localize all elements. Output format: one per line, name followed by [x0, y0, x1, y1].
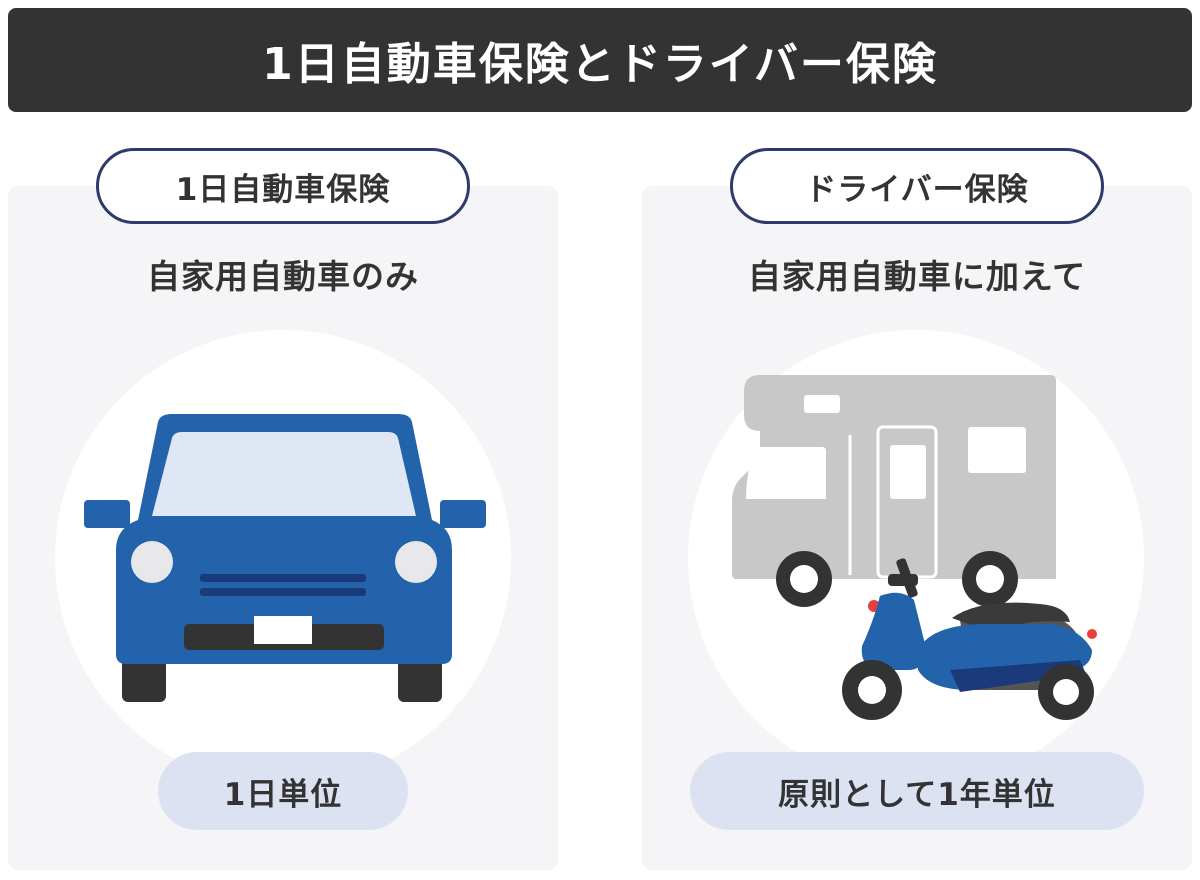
camper-van-icon: [732, 375, 1056, 607]
heading-driver-insurance: ドライバー保険: [730, 148, 1104, 224]
scooter-icon: [842, 558, 1097, 720]
badge-one-day-unit: 1日単位: [158, 752, 408, 830]
subtitle-one-day-insurance: 自家用自動車のみ: [147, 257, 419, 296]
badge-one-year-unit: 原則として1年単位: [690, 752, 1144, 830]
subtitle-driver-insurance: 自家用自動車に加えて: [747, 257, 1087, 296]
title-bar: 1日自動車保険とドライバー保険: [8, 8, 1192, 112]
heading-one-day-insurance: 1日自動車保険: [96, 148, 470, 224]
page-title: 1日自動車保険とドライバー保険: [262, 39, 938, 90]
car-front-icon: [84, 414, 486, 702]
